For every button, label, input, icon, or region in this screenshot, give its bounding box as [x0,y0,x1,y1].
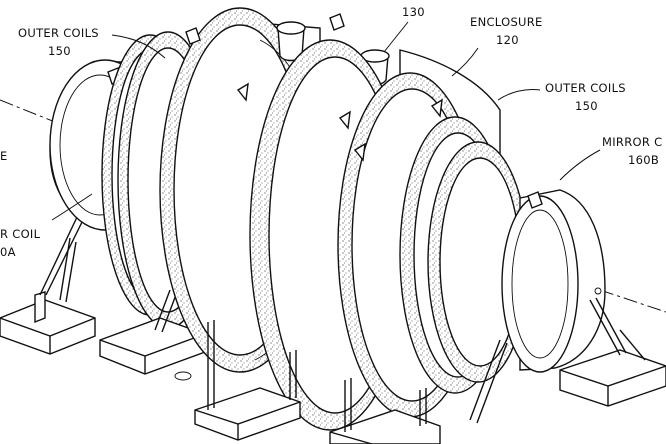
leader-mirror-coil-right [559,149,601,181]
right-mirror-coil-end [501,189,606,373]
leader-outer-coils-left [111,34,166,59]
center-left-support-stand [99,289,206,381]
right-support-stand [559,297,666,407]
leader-enclosure [451,47,479,77]
label-mirror-coil-right: MIRROR C [602,135,662,149]
right-outer-coils [399,116,529,394]
label-outer-coils-left: OUTER COILS [18,26,99,40]
label-outer-coils-right-ref: 150 [575,99,598,113]
label-enclosure-ref: 120 [496,33,519,47]
leader-top-port [383,21,409,53]
label-top-port-ref: 130 [402,5,425,19]
label-enclosure: ENCLOSURE [470,15,543,29]
label-outer-coils-left-ref: 150 [48,44,71,58]
leader-outer-coils-right [497,89,541,101]
label-outer-coils-right: OUTER COILS [545,81,626,95]
central-axis-line-right [599,289,666,313]
label-mirror-coil-right-ref: 160B [628,153,659,167]
bottom-right-support-stand [329,339,508,444]
bottom-center-support-stand [194,320,301,441]
leader-mirror-coil-left [51,193,93,221]
label-edge-fragment: E [0,149,8,163]
label-mirror-coil-left-ref: 0A [0,245,16,259]
label-mirror-coil-left: R COIL [0,227,41,241]
left-support-stand [0,214,96,355]
